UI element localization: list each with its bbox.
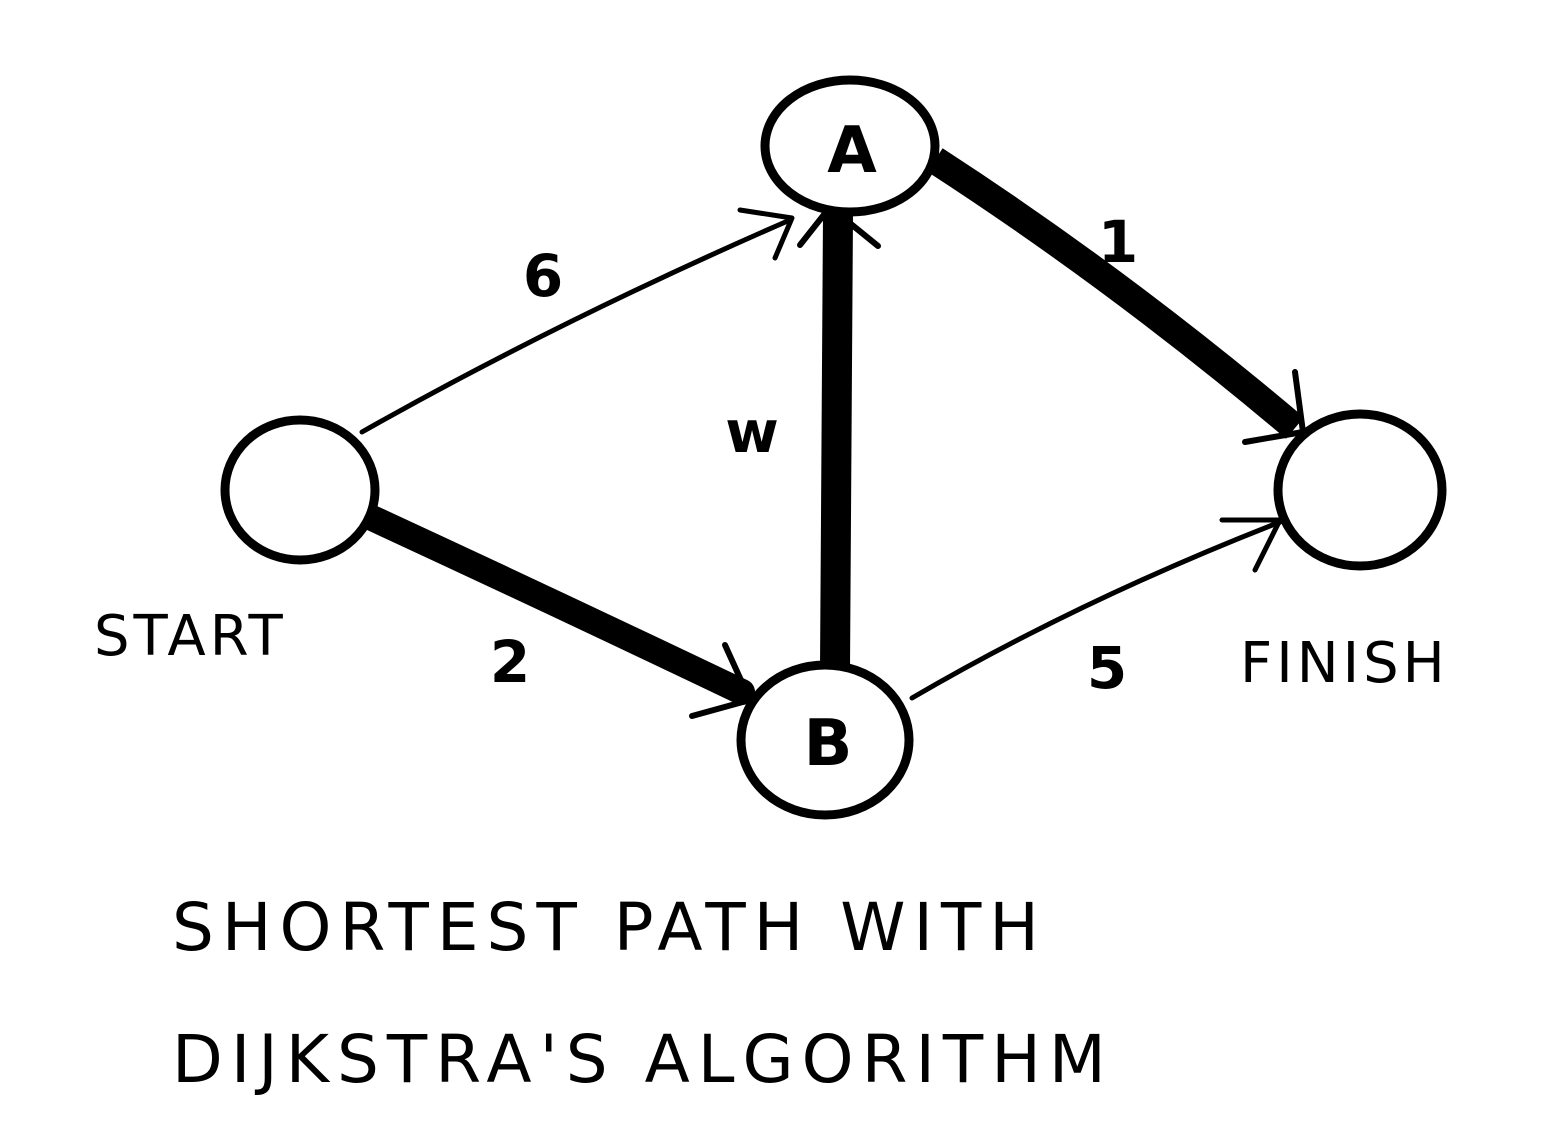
edge-b-to-a bbox=[820, 213, 853, 669]
finish-caption: FINISH bbox=[1240, 631, 1449, 696]
node-a bbox=[760, 75, 940, 217]
caption-line-1: SHORTEST PATH WITH bbox=[172, 889, 1047, 966]
node-a-label: A bbox=[827, 114, 877, 188]
node-b-label: B bbox=[804, 707, 853, 781]
edge-start-to-b bbox=[359, 505, 755, 705]
node-b bbox=[736, 660, 914, 820]
node-start bbox=[220, 415, 380, 565]
weight-start-to-b: 2 bbox=[490, 628, 530, 696]
caption-line-2: DIJKSTRA'S ALGORITHM bbox=[172, 1021, 1114, 1098]
node-finish bbox=[1273, 409, 1447, 571]
weight-start-to-a: 6 bbox=[523, 242, 563, 310]
arrowhead-start-to-a bbox=[737, 207, 795, 261]
weight-a-to-finish: 1 bbox=[1098, 208, 1138, 276]
start-caption: START bbox=[94, 604, 287, 669]
edge-b-to-finish bbox=[909, 519, 1283, 701]
weight-b-to-a: w bbox=[725, 398, 779, 466]
edge-start-to-a bbox=[359, 217, 793, 435]
edge-a-to-finish bbox=[927, 148, 1305, 439]
weight-b-to-finish: 5 bbox=[1087, 634, 1127, 702]
